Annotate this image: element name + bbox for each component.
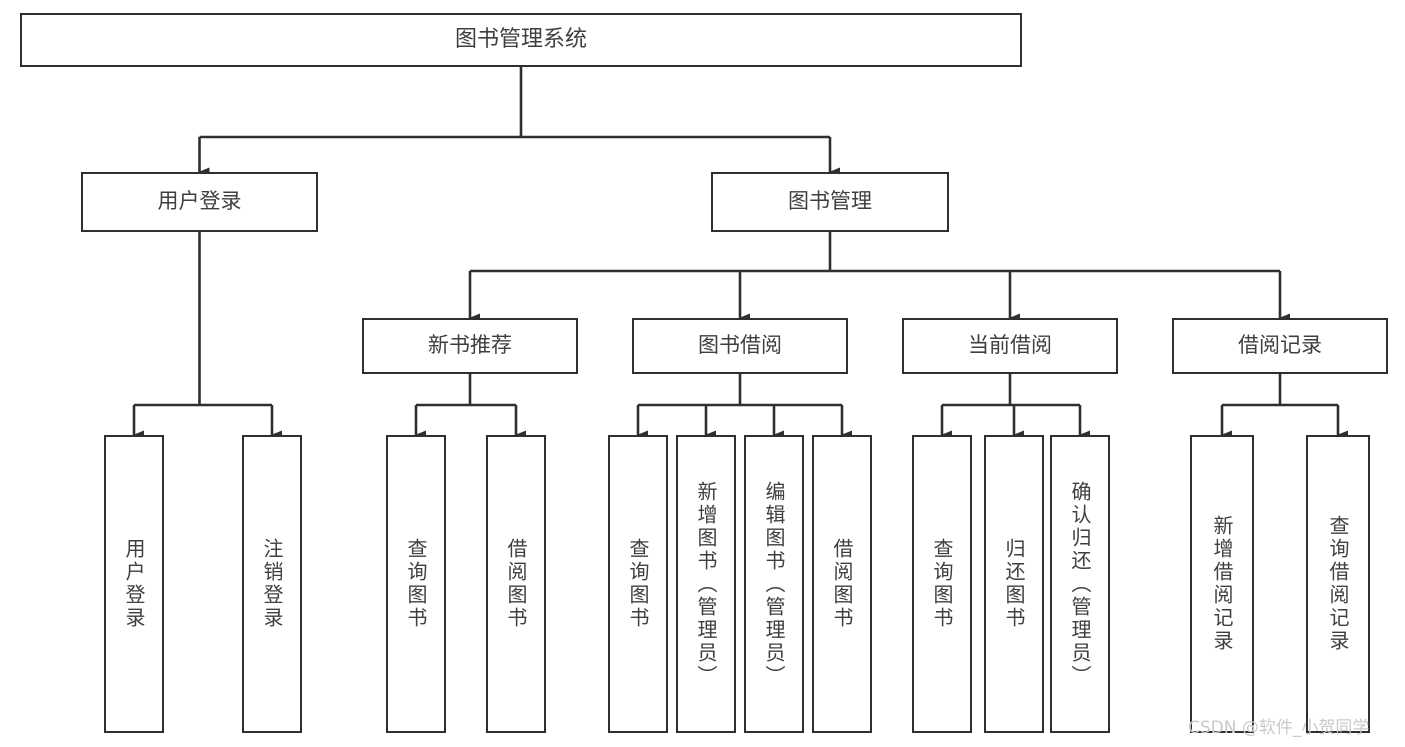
node-user-login[interactable]: 用户登录 <box>81 172 318 232</box>
leaf-return-book[interactable]: 归还图书 <box>984 435 1044 733</box>
leaf-query-loan-record-label: 查询借阅记录 <box>1326 515 1350 653</box>
leaf-user-login-label: 用户登录 <box>122 538 146 630</box>
leaf-confirm-return-admin-label: 确认归还（管理员） <box>1068 480 1092 688</box>
node-current-loan[interactable]: 当前借阅 <box>902 318 1118 374</box>
leaf-add-book-admin[interactable]: 新增图书（管理员） <box>676 435 736 733</box>
leaf-borrow-book-2[interactable]: 借阅图书 <box>812 435 872 733</box>
leaf-query-loan-record[interactable]: 查询借阅记录 <box>1306 435 1370 733</box>
leaf-query-book-3[interactable]: 查询图书 <box>912 435 972 733</box>
leaf-user-logout[interactable]: 注销登录 <box>242 435 302 733</box>
leaf-query-book-1[interactable]: 查询图书 <box>386 435 446 733</box>
node-book-management[interactable]: 图书管理 <box>711 172 949 232</box>
node-user-login-label: 用户登录 <box>157 189 242 214</box>
leaf-edit-book-admin-label: 编辑图书（管理员） <box>762 480 786 688</box>
leaf-borrow-book-2-label: 借阅图书 <box>830 538 854 630</box>
leaf-user-login[interactable]: 用户登录 <box>104 435 164 733</box>
leaf-add-loan-record-label: 新增借阅记录 <box>1210 515 1234 653</box>
leaf-query-book-1-label: 查询图书 <box>404 538 428 630</box>
leaf-user-logout-label: 注销登录 <box>260 538 284 630</box>
leaf-query-book-3-label: 查询图书 <box>930 538 954 630</box>
leaf-return-book-label: 归还图书 <box>1002 538 1026 630</box>
node-loan-record[interactable]: 借阅记录 <box>1172 318 1388 374</box>
leaf-query-book-2[interactable]: 查询图书 <box>608 435 668 733</box>
node-current-loan-label: 当前借阅 <box>968 333 1052 358</box>
node-book-management-label: 图书管理 <box>788 189 872 214</box>
node-new-book-recommend[interactable]: 新书推荐 <box>362 318 578 374</box>
node-book-borrow-label: 图书借阅 <box>698 333 782 358</box>
leaf-add-loan-record[interactable]: 新增借阅记录 <box>1190 435 1254 733</box>
node-loan-record-label: 借阅记录 <box>1238 333 1322 358</box>
csdn-watermark: CSDN @软件_小贺同学 <box>1188 718 1370 738</box>
node-root[interactable]: 图书管理系统 <box>20 13 1022 67</box>
leaf-borrow-book-1-label: 借阅图书 <box>504 538 528 630</box>
node-new-book-recommend-label: 新书推荐 <box>428 333 512 358</box>
leaf-edit-book-admin[interactable]: 编辑图书（管理员） <box>744 435 804 733</box>
node-root-label: 图书管理系统 <box>454 26 587 52</box>
leaf-borrow-book-1[interactable]: 借阅图书 <box>486 435 546 733</box>
leaf-add-book-admin-label: 新增图书（管理员） <box>694 480 718 688</box>
leaf-confirm-return-admin[interactable]: 确认归还（管理员） <box>1050 435 1110 733</box>
node-book-borrow[interactable]: 图书借阅 <box>632 318 848 374</box>
leaf-query-book-2-label: 查询图书 <box>626 538 650 630</box>
